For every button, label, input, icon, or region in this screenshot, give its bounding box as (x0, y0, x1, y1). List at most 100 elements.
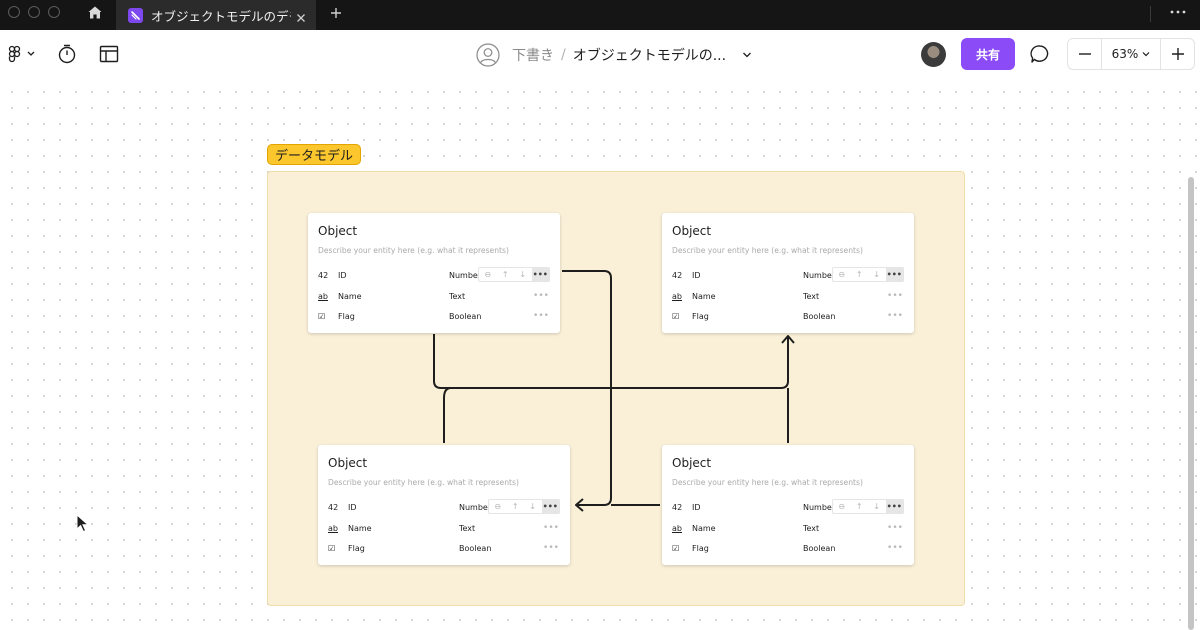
card-description[interactable]: Describe your entity here (e.g. what it … (318, 246, 509, 255)
more-icon[interactable]: ••• (543, 523, 559, 533)
tab-bar: オブジェクトモデルのデモ (0, 0, 1200, 30)
breadcrumb-drafts[interactable]: 下書き (512, 48, 554, 64)
more-icon[interactable]: ••• (541, 500, 559, 513)
timer-button[interactable] (56, 43, 78, 65)
field-type[interactable]: Boolean (803, 544, 836, 553)
field-name[interactable]: Name (348, 524, 372, 533)
card-description[interactable]: Describe your entity here (e.g. what it … (672, 478, 863, 487)
field-name[interactable]: ID (338, 271, 347, 280)
breadcrumb: 下書き / オブジェクトモデルの... (476, 42, 752, 68)
card-title[interactable]: Object (318, 224, 358, 238)
main-menu-button[interactable] (6, 44, 38, 64)
file-tab[interactable]: オブジェクトモデルのデモ (116, 0, 316, 30)
zoom-level-dropdown[interactable]: 63% (1102, 39, 1160, 69)
more-menu-button[interactable] (1166, 6, 1190, 18)
field-row-id[interactable]: 42 ID Numbe ⊖ ↑ ↓ ••• (318, 499, 570, 515)
more-icon[interactable]: ••• (885, 268, 903, 281)
more-icon[interactable]: ••• (885, 500, 903, 513)
more-icon[interactable]: ••• (533, 291, 549, 301)
field-row-name[interactable]: ab Name Text ••• (662, 288, 914, 304)
arrow-down-icon[interactable]: ↓ (519, 270, 527, 279)
remove-circle-icon[interactable]: ⊖ (838, 502, 846, 511)
arrow-down-icon[interactable]: ↓ (529, 502, 537, 511)
field-name[interactable]: ID (692, 503, 701, 512)
section-label[interactable]: データモデル (267, 144, 362, 165)
field-row-name[interactable]: ab Name Text ••• (308, 288, 560, 304)
field-type[interactable]: Text (803, 524, 820, 533)
field-row-flag[interactable]: ☑ Flag Boolean ••• (662, 540, 914, 556)
field-type[interactable]: Text (803, 292, 820, 301)
field-row-id[interactable]: 42 ID Numbe ⊖ ↑ ↓ ••• (662, 267, 914, 283)
arrow-up-icon[interactable]: ↑ (855, 502, 863, 511)
entity-card-4[interactable]: Object Describe your entity here (e.g. w… (662, 445, 914, 565)
entity-card-3[interactable]: Object Describe your entity here (e.g. w… (318, 445, 570, 565)
field-type[interactable]: Text (449, 292, 466, 301)
more-icon[interactable]: ••• (531, 268, 549, 281)
more-icon[interactable]: ••• (887, 311, 903, 321)
more-icon[interactable]: ••• (887, 543, 903, 553)
field-type[interactable]: Text (459, 524, 476, 533)
field-name[interactable]: Flag (348, 544, 365, 553)
number-type-icon: 42 (318, 271, 329, 280)
field-type[interactable]: Numbe (449, 271, 478, 280)
field-name[interactable]: Name (338, 292, 362, 301)
new-tab-button[interactable] (326, 4, 346, 22)
more-icon[interactable]: ••• (887, 523, 903, 533)
remove-circle-icon[interactable]: ⊖ (484, 270, 492, 279)
comment-button[interactable] (1029, 43, 1051, 65)
arrow-down-icon[interactable]: ↓ (873, 502, 881, 511)
user-circle-icon[interactable] (476, 43, 500, 67)
avatar[interactable] (921, 42, 946, 67)
file-name[interactable]: オブジェクトモデルの... (572, 48, 727, 64)
layout-button[interactable] (98, 44, 120, 64)
window-minimize-dot[interactable] (28, 6, 40, 18)
more-icon[interactable]: ••• (543, 543, 559, 553)
arrow-up-icon[interactable]: ↑ (855, 270, 863, 279)
card-description[interactable]: Describe your entity here (e.g. what it … (672, 246, 863, 255)
vertical-scrollbar[interactable] (1188, 177, 1194, 630)
entity-card-1[interactable]: Object Describe your entity here (e.g. w… (308, 213, 560, 333)
arrow-up-icon[interactable]: ↑ (501, 270, 509, 279)
zoom-in-button[interactable] (1160, 39, 1194, 69)
field-name[interactable]: Name (692, 524, 716, 533)
window-close-dot[interactable] (8, 6, 20, 18)
field-row-name[interactable]: ab Name Text ••• (662, 520, 914, 536)
zoom-out-button[interactable] (1068, 39, 1102, 69)
field-type[interactable]: Numbe (459, 503, 488, 512)
window-zoom-dot[interactable] (48, 6, 60, 18)
field-type[interactable]: Boolean (449, 312, 482, 321)
arrow-up-icon[interactable]: ↑ (511, 502, 519, 511)
field-row-id[interactable]: 42 ID Numbe ⊖ ↑ ↓ ••• (308, 267, 560, 283)
field-row-name[interactable]: ab Name Text ••• (318, 520, 570, 536)
card-description[interactable]: Describe your entity here (e.g. what it … (328, 478, 519, 487)
more-icon[interactable]: ••• (533, 311, 549, 321)
arrow-down-icon[interactable]: ↓ (873, 270, 881, 279)
figjam-menu-icon (8, 45, 35, 63)
row-tools: ⊖ ↑ ↓ ••• (478, 267, 550, 282)
field-row-id[interactable]: 42 ID Numbe ⊖ ↑ ↓ ••• (662, 499, 914, 515)
share-button[interactable]: 共有 (961, 38, 1015, 70)
field-name[interactable]: Flag (692, 312, 709, 321)
field-type[interactable]: Numbe (803, 271, 832, 280)
home-button[interactable] (80, 0, 110, 25)
close-icon[interactable] (296, 8, 306, 27)
field-type[interactable]: Boolean (803, 312, 836, 321)
card-title[interactable]: Object (672, 456, 712, 470)
entity-card-2[interactable]: Object Describe your entity here (e.g. w… (662, 213, 914, 333)
field-name[interactable]: ID (692, 271, 701, 280)
field-row-flag[interactable]: ☑ Flag Boolean ••• (308, 308, 560, 324)
field-type[interactable]: Boolean (459, 544, 492, 553)
card-title[interactable]: Object (328, 456, 368, 470)
field-type[interactable]: Numbe (803, 503, 832, 512)
field-name[interactable]: Name (692, 292, 716, 301)
field-row-flag[interactable]: ☑ Flag Boolean ••• (662, 308, 914, 324)
field-name[interactable]: Flag (338, 312, 355, 321)
more-icon[interactable]: ••• (887, 291, 903, 301)
remove-circle-icon[interactable]: ⊖ (494, 502, 502, 511)
field-name[interactable]: Flag (692, 544, 709, 553)
field-row-flag[interactable]: ☑ Flag Boolean ••• (318, 540, 570, 556)
chevron-down-icon[interactable] (742, 51, 752, 59)
field-name[interactable]: ID (348, 503, 357, 512)
remove-circle-icon[interactable]: ⊖ (838, 270, 846, 279)
card-title[interactable]: Object (672, 224, 712, 238)
